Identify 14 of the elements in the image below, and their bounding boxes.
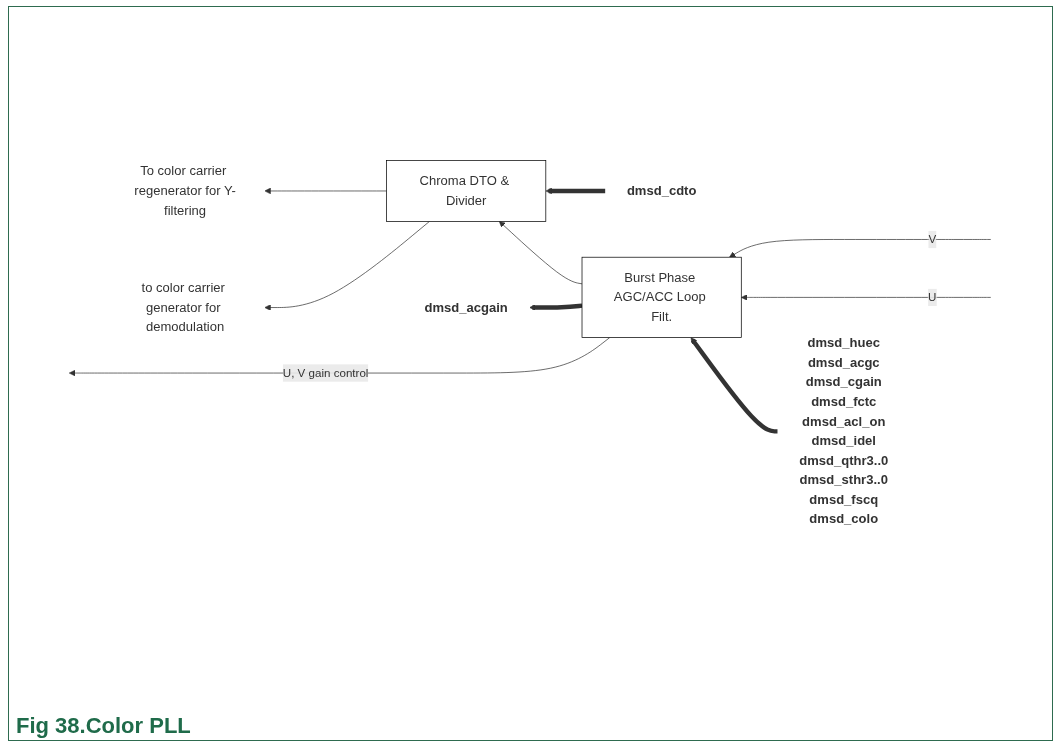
edge-label: V (928, 232, 937, 245)
arrow (690, 336, 778, 434)
node-text: To color carrier regenerator for Y-filtering (134, 163, 236, 218)
edge-label: U (928, 290, 937, 303)
node-box: Chroma DTO & Divider (386, 159, 547, 222)
edge-label: U, V gain control (282, 366, 369, 379)
node-text: dmsd_acgain (424, 299, 508, 315)
arrow (529, 303, 583, 311)
node-text: to color carrier generator for demodulation (141, 280, 225, 334)
node-text: dmsd_cdto (626, 183, 697, 198)
figure-title: Fig 38.Color PLL (16, 713, 191, 739)
node-text: dmsd_huec dmsd_acgc dmsd_cgain dmsd_fctc dmsd_acl_on dmsd_idel dmsd_qthr3..0 dmsd_sthr3..0 dmsd_fscq dmsd_colo (799, 335, 889, 526)
node-box: Burst Phase AGC/ACC Loop Filt. (581, 256, 742, 338)
arrow (545, 187, 606, 194)
